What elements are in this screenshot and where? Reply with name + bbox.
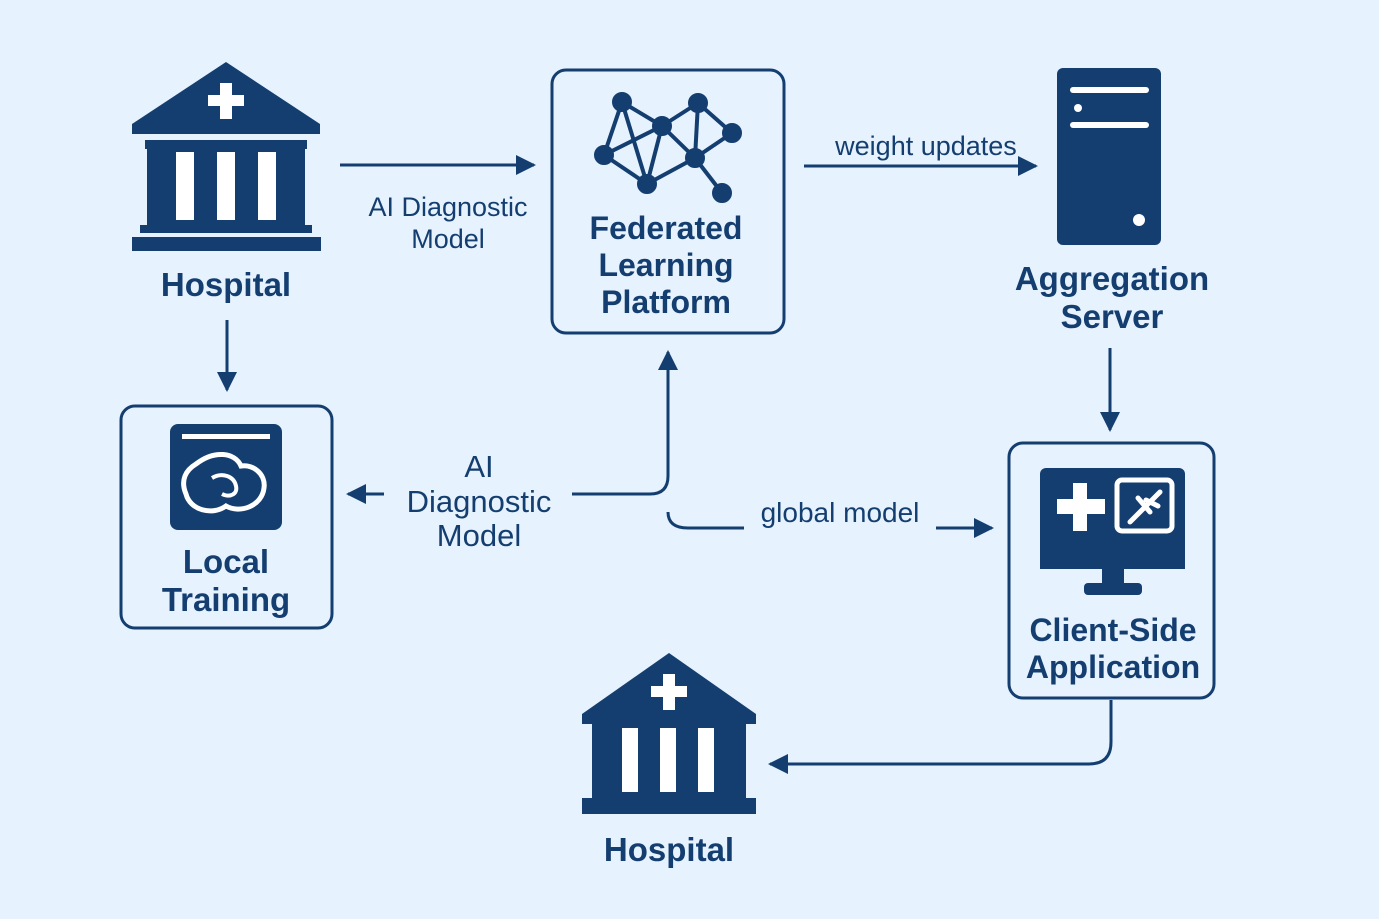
- hospital-bottom-label: Hospital: [603, 831, 735, 868]
- brain-scan-icon: [170, 424, 282, 530]
- medical-monitor-icon: [1040, 468, 1185, 595]
- arrow-global-model: [666, 511, 744, 530]
- arrow-client-to-hospital: [768, 700, 1113, 774]
- hospital-top-label: Hospital: [160, 266, 292, 303]
- hospital-icon: [582, 653, 756, 814]
- edge-label-platform-to-local: AI Diagnostic Model: [406, 449, 552, 554]
- local-training-box: [119, 404, 334, 630]
- edge-label-platform-to-server: weight updates: [835, 131, 1017, 161]
- arrow-platform-to-local: [572, 350, 678, 496]
- client-app-box: [1007, 441, 1216, 700]
- federated-platform-label: Federated Learning Platform: [589, 210, 743, 320]
- network-graph-icon: [594, 92, 742, 203]
- federated-platform-box: [550, 68, 786, 335]
- aggregation-server-label: Aggregation Server: [1014, 260, 1210, 335]
- edge-label-hospital-to-platform: AI Diagnostic Model: [368, 192, 528, 255]
- server-icon: [1057, 68, 1161, 245]
- local-training-label: Local Training: [161, 543, 291, 618]
- edge-label-global-model: global model: [760, 497, 920, 528]
- hospital-icon: [132, 62, 321, 251]
- client-app-label: Client-Side Application: [1025, 612, 1201, 685]
